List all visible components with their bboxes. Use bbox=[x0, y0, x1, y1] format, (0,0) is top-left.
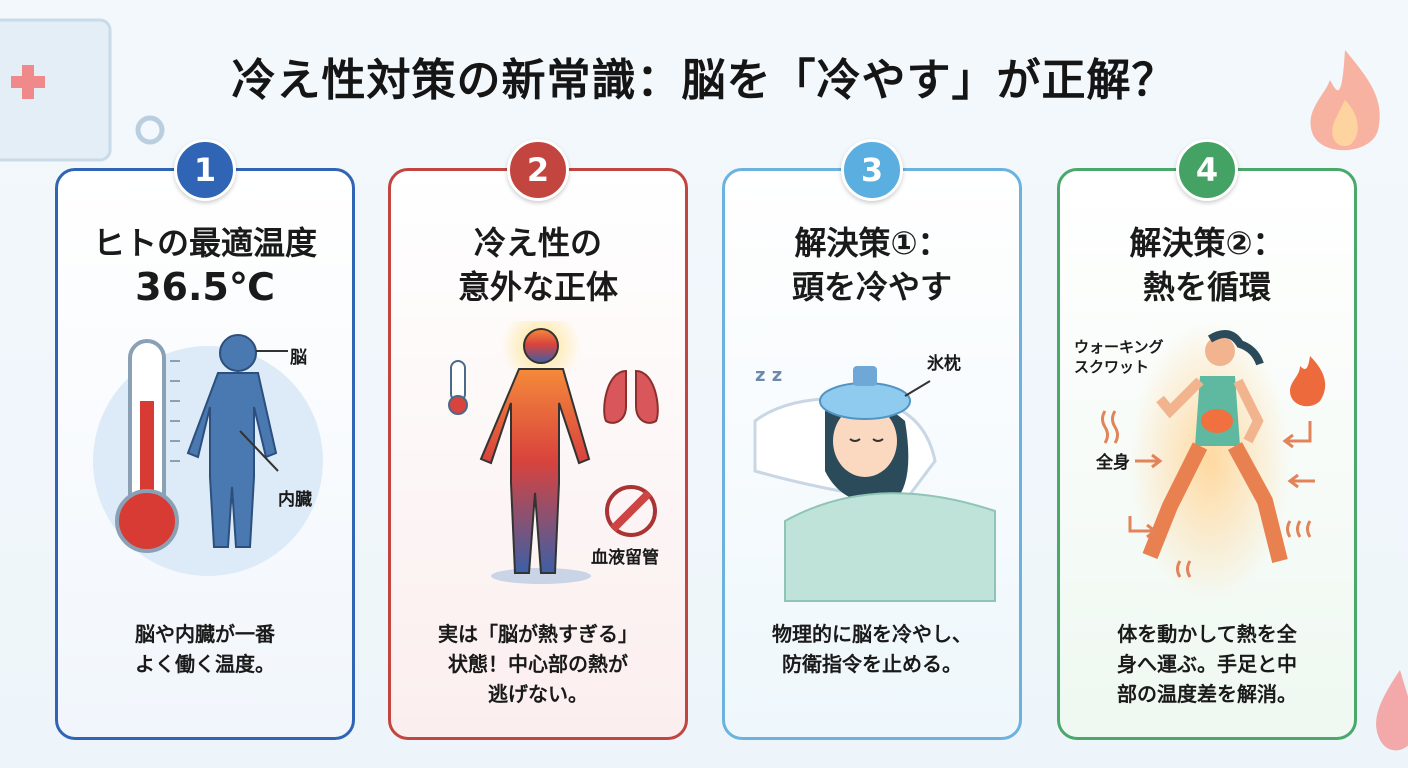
label-exercise: ウォーキングスクワット bbox=[1074, 337, 1164, 377]
lungs-icon bbox=[603, 369, 659, 424]
desc-line: 脳や内臓が一番 bbox=[135, 622, 275, 646]
blocked-vessel-icon bbox=[605, 485, 657, 537]
heading-line: 意外な正体 bbox=[457, 268, 618, 306]
label-squat: スクワット bbox=[1074, 358, 1150, 376]
card-heading: 冷え性の意外な正体 bbox=[391, 221, 685, 309]
page-title: 冷え性対策の新常識：脳を「冷やす」が正解？ bbox=[231, 55, 1177, 106]
label-brain: 脳 bbox=[290, 348, 307, 368]
blood-drop-icon bbox=[1376, 670, 1408, 751]
desc-line: 防衛指令を止める。 bbox=[782, 652, 962, 676]
desc-line: 逃げない。 bbox=[488, 682, 588, 706]
desc-line: 部の温度差を解消。 bbox=[1117, 682, 1297, 706]
label-whole-body: 全身 bbox=[1096, 453, 1130, 473]
step-number-badge: 3 bbox=[841, 139, 903, 201]
ice-pack-icon bbox=[819, 366, 911, 420]
card-description: 脳や内臓が一番よく働く温度。 bbox=[58, 619, 352, 679]
flame-icon bbox=[1290, 356, 1326, 407]
heading-line: ヒトの最適温度 bbox=[92, 224, 317, 262]
desc-line: 体を動かして熱を全 bbox=[1117, 622, 1297, 646]
step-number-badge: 1 bbox=[174, 139, 236, 201]
desc-line: 実は「脳が熱すぎる」 bbox=[438, 622, 638, 646]
svg-text:z z: z z bbox=[755, 365, 782, 386]
thermometer-body-illustration bbox=[93, 334, 323, 576]
desc-line: 身へ運ぶ。手足と中 bbox=[1117, 652, 1297, 676]
heading-line: 冷え性の bbox=[473, 224, 602, 262]
heading-line: 解決策①： bbox=[794, 224, 950, 262]
card-heading: 解決策①： 頭を冷やす bbox=[725, 221, 1019, 309]
label-walking: ウォーキング bbox=[1074, 338, 1164, 356]
heading-line: 解決策②： bbox=[1129, 224, 1285, 262]
running-woman-icon bbox=[1142, 330, 1288, 563]
sleeping-person-illustration: z z bbox=[753, 365, 996, 602]
heading-line: 熱を循環 bbox=[1142, 268, 1271, 306]
thermometer-icon bbox=[448, 360, 468, 415]
card-description: 体を動かして熱を全身へ運ぶ。手足と中部の温度差を解消。 bbox=[1060, 619, 1354, 709]
hot-body-icon bbox=[479, 328, 591, 574]
card-circulate-heat: 4 解決策②： 熱を循環 ウォーキングスクワット 全身 体を動かして熱を全身へ運ぶ… bbox=[1057, 139, 1357, 740]
running-woman-illustration bbox=[1101, 321, 1326, 601]
card-description: 物理的に脳を冷やし、防衛指令を止める。 bbox=[725, 619, 1019, 679]
heading-line: 36.5℃ bbox=[135, 265, 275, 309]
label-organs: 内臓 bbox=[278, 490, 312, 510]
sleeping-person-icon bbox=[784, 400, 996, 602]
thermometer-icon bbox=[115, 339, 180, 553]
card-true-cause: 2 冷え性の意外な正体 血液留管 実は「脳が熱すぎる」状態！中心部の熱が逃げない… bbox=[388, 139, 688, 740]
card-description: 実は「脳が熱すぎる」状態！中心部の熱が逃げない。 bbox=[391, 619, 685, 709]
step-number-badge: 4 bbox=[1176, 139, 1238, 201]
flame-deco-icon bbox=[1310, 50, 1380, 151]
desc-line: 物理的に脳を冷やし、 bbox=[772, 622, 972, 646]
desc-line: 状態！中心部の熱が bbox=[448, 652, 628, 676]
clipboard-icon bbox=[0, 18, 165, 162]
step-number-badge: 2 bbox=[507, 139, 569, 201]
card-cool-head: 3 解決策①： 頭を冷やす z z 氷枕 物理的に脳を冷やし、防衛指令を止める。 bbox=[722, 139, 1022, 740]
label-ice-pillow: 氷枕 bbox=[927, 354, 961, 374]
card-heading: 解決策②： 熱を循環 bbox=[1060, 221, 1354, 309]
desc-line: よく働く温度。 bbox=[135, 652, 275, 676]
human-body-icon bbox=[186, 334, 278, 548]
label-blood-vessel: 血液留管 bbox=[591, 548, 659, 568]
hot-body-illustration bbox=[448, 321, 659, 584]
heading-line: 頭を冷やす bbox=[791, 268, 952, 306]
